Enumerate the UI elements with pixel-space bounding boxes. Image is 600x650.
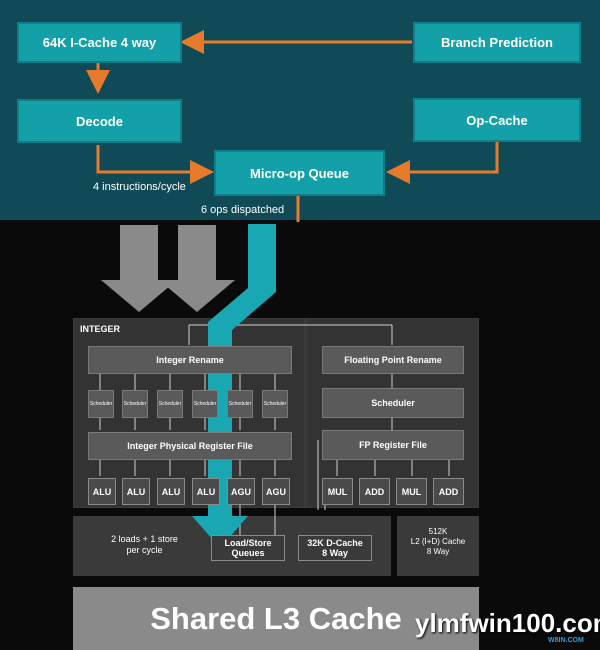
- int-scheduler-1: Scheduler: [88, 390, 114, 418]
- alu-2: ALU: [122, 478, 150, 505]
- fp-scheduler-box: Scheduler: [322, 388, 464, 418]
- l2-cache-label: 512K L2 (I+D) Cache 8 Way: [410, 527, 466, 556]
- integer-header: INTEGER: [80, 324, 121, 334]
- branch-prediction-label: Branch Prediction: [441, 35, 553, 50]
- fp-add-2: ADD: [433, 478, 464, 505]
- gray-arrow-left: [101, 225, 177, 312]
- alu-1: ALU: [88, 478, 116, 505]
- icache-label: 64K I-Cache 4 way: [42, 35, 157, 50]
- int-scheduler-5: Scheduler: [227, 390, 253, 418]
- fp-rename-label: Floating Point Rename: [344, 355, 442, 365]
- fp-scheduler-label: Scheduler: [371, 398, 415, 408]
- l3-cache-label: Shared L3 Cache: [150, 600, 402, 636]
- l2-panel-bg: [397, 516, 479, 576]
- uop-queue-label: Micro-op Queue: [250, 165, 349, 181]
- uop-queue-box: Micro-op Queue: [214, 150, 385, 196]
- dispatch-label: 6 ops dispatched: [201, 204, 285, 216]
- opcache-box: Op-Cache: [413, 98, 581, 142]
- gray-arrow-right: [159, 225, 235, 312]
- instr-rate-label: 4 instructions/cycle: [93, 181, 186, 193]
- l3-cache-box: Shared L3 Cache: [73, 587, 479, 650]
- loads-stores-label: 2 loads + 1 store per cycle: [111, 534, 178, 555]
- watermark-sub: W8IN.COM: [548, 637, 584, 644]
- int-scheduler-6: Scheduler: [262, 390, 288, 418]
- fp-mul-2: MUL: [396, 478, 427, 505]
- decode-box: Decode: [17, 99, 182, 143]
- lsq-box: Load/Store Queues: [211, 535, 285, 561]
- dcache-box: 32K D-Cache 8 Way: [298, 535, 372, 561]
- integer-prf-label: Integer Physical Register File: [127, 441, 253, 451]
- fp-add-1: ADD: [359, 478, 390, 505]
- integer-rename-box: Integer Rename: [88, 346, 292, 374]
- alu-4: ALU: [192, 478, 220, 505]
- branch-prediction-box: Branch Prediction: [413, 22, 581, 63]
- decode-to-uopq-arrow: [96, 145, 214, 184]
- opcache-label: Op-Cache: [466, 112, 528, 128]
- icache-box: 64K I-Cache 4 way: [17, 22, 182, 63]
- decode-label: Decode: [76, 113, 123, 129]
- fp-regfile-box: FP Register File: [322, 430, 464, 460]
- dispatch-arrow: [192, 224, 276, 548]
- fp-mul-1: MUL: [322, 478, 353, 505]
- alu-3: ALU: [157, 478, 185, 505]
- fp-rename-box: Floating Point Rename: [322, 346, 464, 374]
- watermark-text: ylmfwin100.com: [415, 608, 600, 638]
- opcache-to-uopq-arrow: [386, 142, 499, 184]
- int-scheduler-4: Scheduler: [192, 390, 218, 418]
- int-scheduler-3: Scheduler: [157, 390, 183, 418]
- integer-prf-box: Integer Physical Register File: [88, 432, 292, 460]
- int-scheduler-2: Scheduler: [122, 390, 148, 418]
- integer-rename-label: Integer Rename: [156, 355, 224, 365]
- agu-1: AGU: [227, 478, 255, 505]
- agu-2: AGU: [262, 478, 290, 505]
- fp-regfile-label: FP Register File: [359, 440, 427, 450]
